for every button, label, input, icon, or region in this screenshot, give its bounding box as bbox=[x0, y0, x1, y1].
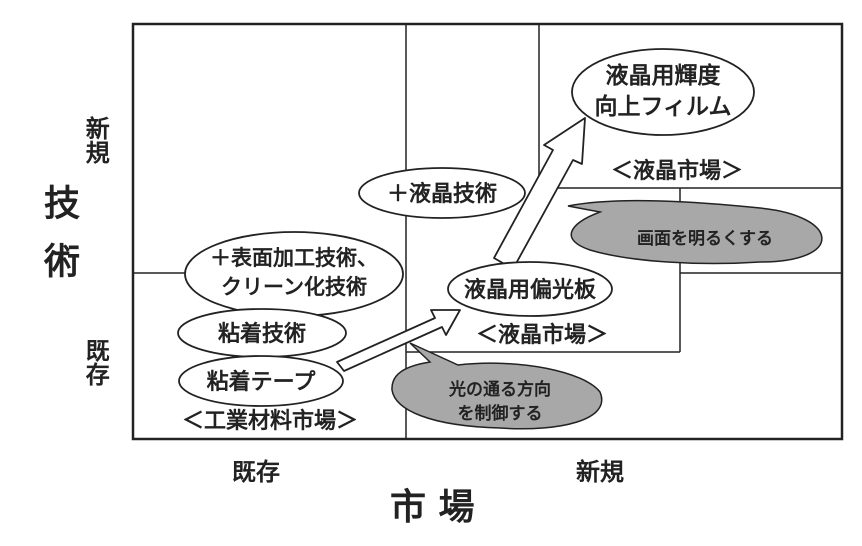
node-lcd-brightness-film-line1: 液晶用輝度 bbox=[606, 62, 722, 89]
market-label-industrial: ＜工業材料市場＞ bbox=[182, 408, 358, 434]
arrow-polarizer-to-film bbox=[493, 117, 586, 270]
horizontal-axis-title: 市 場 bbox=[390, 487, 475, 528]
node-lcd-brightness-film-ellipse bbox=[571, 48, 755, 136]
node-lcd-brightness-film-line2: 向上フィルム bbox=[594, 93, 731, 120]
node-lcd-tech-label: ＋液晶技術 bbox=[387, 181, 497, 207]
horizontal-axis-left-label: 既存 bbox=[232, 458, 280, 486]
callout-light-control bbox=[391, 342, 603, 430]
node-adhesive-tape-ellipse bbox=[178, 355, 344, 407]
node-surface-tech-line1: ＋表面加工技術、 bbox=[210, 246, 378, 270]
horizontal-axis-right-label: 新規 bbox=[576, 458, 624, 486]
node-adhesive-tape-label: 粘着テープ bbox=[207, 369, 317, 395]
vertical-axis-top-label: 新規 bbox=[81, 116, 110, 164]
callout-brighten-screen-label: 画面を明るくする bbox=[637, 229, 773, 249]
vertical-axis-bottom-label: 既存 bbox=[81, 338, 110, 386]
node-surface-tech-line2: クリーン化技術 bbox=[221, 275, 367, 299]
node-surface-tech-ellipse bbox=[184, 231, 404, 317]
vertical-axis-title: 技術 bbox=[38, 184, 79, 300]
arrow-tape-to-polarizer bbox=[336, 309, 461, 372]
node-lcd-polarizer-ellipse bbox=[447, 261, 613, 317]
market-label-lcd-upper: ＜液晶市場＞ bbox=[611, 158, 743, 184]
matrix-frame bbox=[131, 22, 844, 441]
node-lcd-tech-ellipse bbox=[358, 167, 526, 219]
callout-light-control-line2: を制御する bbox=[458, 403, 543, 424]
callout-brighten-screen bbox=[567, 199, 823, 265]
callout-light-control-line1: 光の通る方向 bbox=[448, 379, 551, 400]
node-lcd-polarizer-label: 液晶用偏光板 bbox=[464, 277, 597, 303]
market-label-lcd-lower: ＜液晶市場＞ bbox=[476, 322, 608, 348]
node-adhesive-tech-label: 粘着技術 bbox=[218, 321, 306, 347]
